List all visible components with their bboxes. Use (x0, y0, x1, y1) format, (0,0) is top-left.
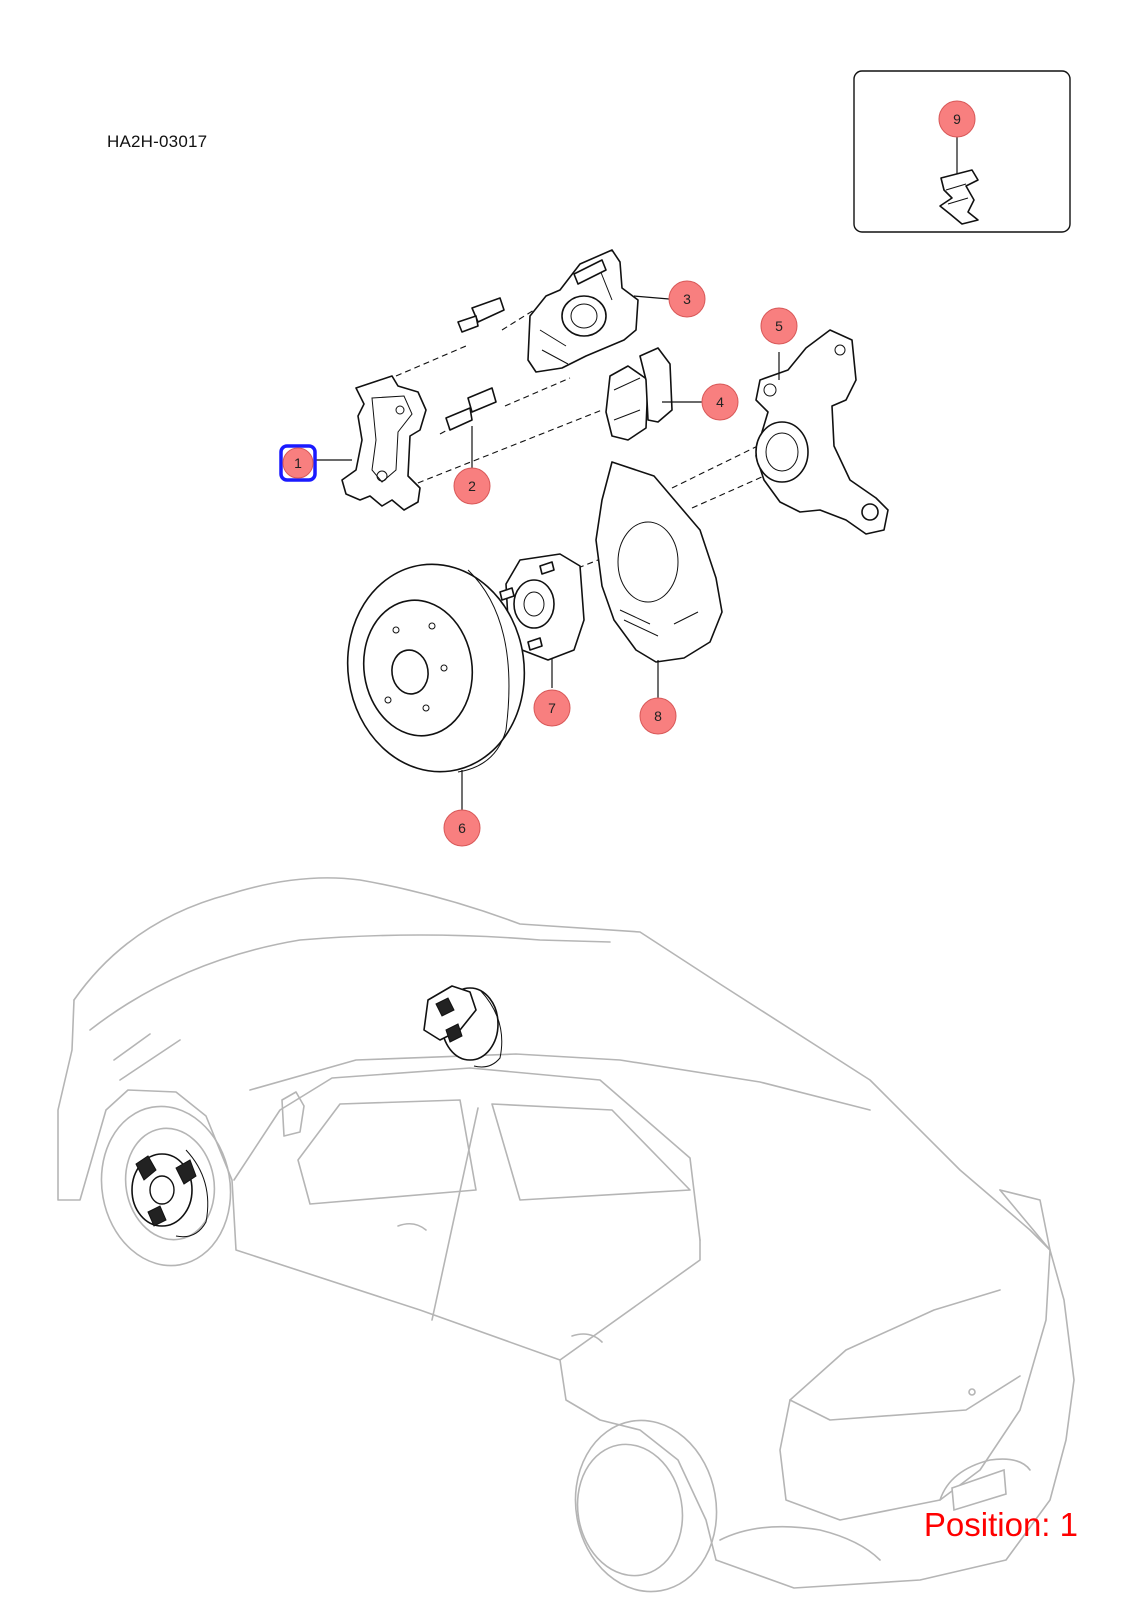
callout-1[interactable]: 1 (282, 447, 314, 479)
caliper-housing-part (527, 249, 639, 373)
caliper-bracket-part (341, 375, 427, 511)
callout-2-label: 2 (468, 478, 476, 494)
anti-rattle-clip-part (939, 169, 979, 225)
callout-8-label: 8 (654, 708, 662, 724)
callout-4-label: 4 (716, 394, 724, 410)
brake-pads-part (605, 347, 673, 441)
callout-3[interactable]: 3 (668, 280, 706, 318)
callout-9[interactable]: 9 (938, 100, 976, 138)
brake-disc-part (346, 563, 526, 773)
inset-box (853, 70, 1071, 233)
callout-2[interactable]: 2 (453, 467, 491, 505)
steering-knuckle-part (755, 329, 889, 535)
callout-3-label: 3 (683, 291, 691, 307)
dust-shield-part (595, 461, 723, 663)
selected-callout-outline (279, 444, 317, 482)
callout-7[interactable]: 7 (533, 689, 571, 727)
vehicle-outline (57, 877, 1075, 1593)
vehicle-front-brake-right (423, 985, 503, 1068)
callout-5[interactable]: 5 (760, 307, 798, 345)
hub-bearing-part (499, 553, 585, 661)
callout-4[interactable]: 4 (701, 383, 739, 421)
position-label: Position: 1 (923, 1506, 1078, 1543)
callout-8[interactable]: 8 (639, 697, 677, 735)
callout-6[interactable]: 6 (443, 809, 481, 847)
callout-6-label: 6 (458, 820, 466, 836)
callout-5-label: 5 (775, 318, 783, 334)
guide-pins-part (445, 297, 505, 431)
callout-9-label: 9 (953, 111, 961, 127)
vehicle-front-brake-left (131, 1149, 209, 1238)
callout-7-label: 7 (548, 700, 556, 716)
callout-1-label: 1 (294, 455, 302, 471)
diagram-code: HA2H-03017 (107, 132, 208, 151)
